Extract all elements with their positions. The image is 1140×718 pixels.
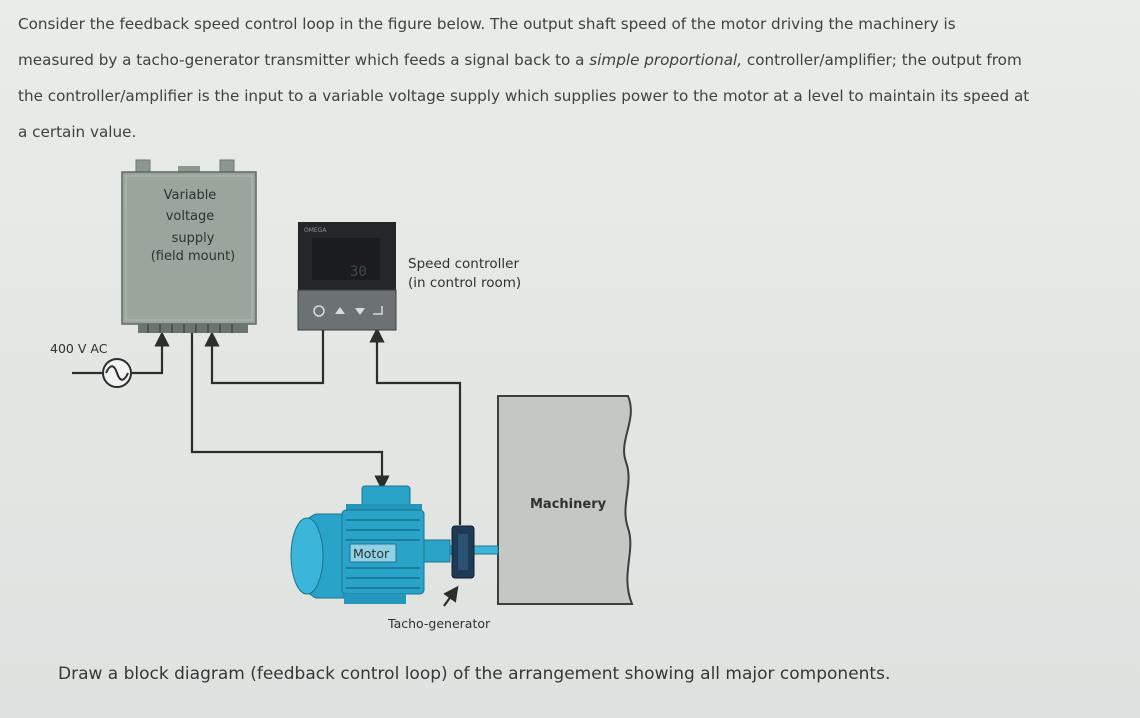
- tacho-feedback-wire: [369, 327, 462, 525]
- controller-down-icon: [355, 308, 365, 315]
- supply-label-line-3: supply: [172, 231, 215, 246]
- controller-display: 30: [350, 264, 367, 280]
- supply-label-line-4: (field mount): [151, 249, 236, 264]
- motor-label: Motor: [353, 546, 390, 561]
- controller-to-supply-wire: [204, 330, 325, 385]
- ac-source: 400 V AC: [50, 341, 132, 388]
- controller-up-icon: [335, 307, 345, 314]
- supply-label-line-2: voltage: [166, 209, 215, 224]
- ac-source-label: 400 V AC: [50, 341, 108, 356]
- statement-line-3: the controller/amplifier is the input to…: [18, 87, 1030, 105]
- supply-to-motor-wire: [190, 330, 390, 491]
- signal-wires: [72, 327, 462, 607]
- statement-line-4: a certain value.: [18, 123, 137, 141]
- supply-label-line-1: Variable: [164, 188, 217, 203]
- tacho-label: Tacho-generator: [387, 616, 491, 631]
- machinery-label: Machinery: [530, 497, 607, 512]
- statement-emphasis: simple proportional,: [589, 51, 743, 69]
- ac-to-supply-wire: [132, 331, 170, 375]
- tacho-generator: Tacho-generator: [387, 525, 491, 631]
- question-prompt: Draw a block diagram (feedback control l…: [58, 664, 891, 684]
- controller-enter-icon: [373, 306, 383, 315]
- statement-line-2-start: measured by a tacho-generator transmitte…: [18, 51, 590, 69]
- controller-label-line-1: Speed controller: [408, 256, 519, 272]
- speed-controller: OMEGA 30 Speed controller (in control ro…: [297, 222, 521, 331]
- statement-line-1: Consider the feedback speed control loop…: [18, 15, 956, 33]
- machinery: Machinery: [497, 395, 634, 605]
- controller-label-line-2: (in control room): [408, 275, 521, 291]
- tacho-pointer: [443, 585, 459, 607]
- controller-brand: OMEGA: [304, 227, 327, 234]
- statement-line-2: measured by a tacho-generator transmitte…: [18, 42, 1118, 78]
- variable-voltage-supply: Variable voltage supply (field mount): [121, 159, 257, 333]
- controller-cycle-icon: [313, 305, 325, 317]
- statement-line-2-end: controller/amplifier; the output from: [742, 51, 1022, 69]
- problem-statement: Consider the feedback speed control loop…: [18, 6, 1118, 150]
